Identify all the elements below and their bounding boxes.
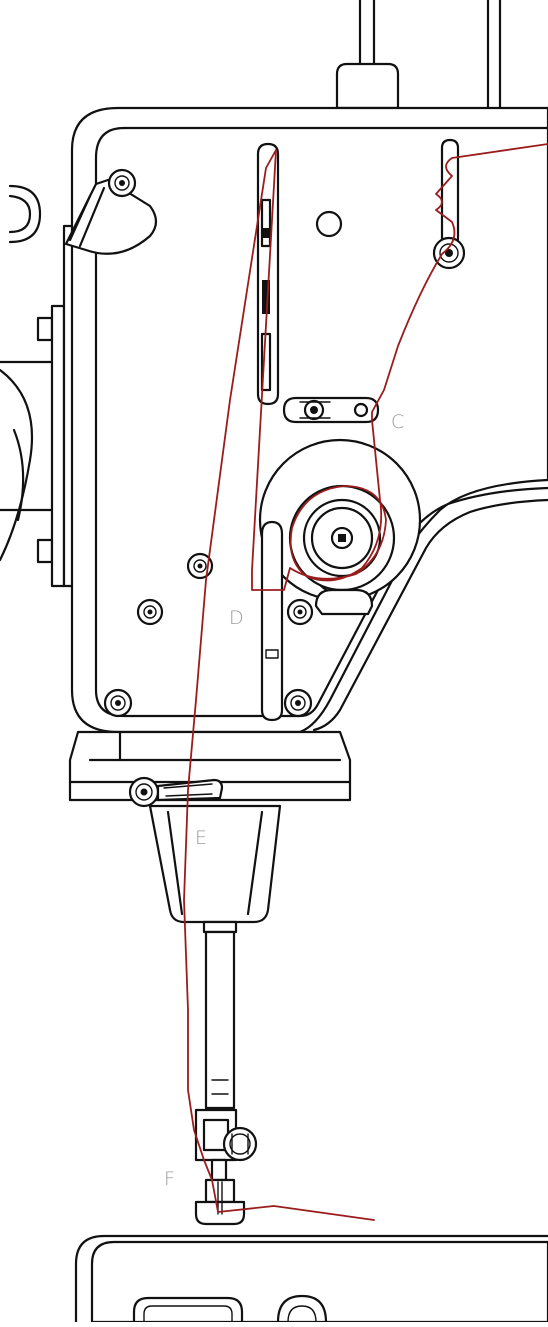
label-e: E xyxy=(195,827,208,849)
needle-bar xyxy=(204,930,236,1110)
label-d: D xyxy=(229,607,244,629)
thread-guide-e xyxy=(128,776,224,808)
corner-screws xyxy=(103,168,314,718)
label-f: F xyxy=(164,1168,175,1190)
left-side-parts xyxy=(0,184,76,588)
access-hole xyxy=(315,210,343,238)
thread-path xyxy=(183,143,548,1221)
machine-bed xyxy=(74,1234,548,1324)
label-c: C xyxy=(391,411,405,433)
spool-stand xyxy=(335,0,502,110)
thread-guide-flap xyxy=(64,178,158,255)
thread-guide-c xyxy=(282,396,380,424)
thread-line xyxy=(183,143,548,1221)
needle-bar-housing xyxy=(148,804,282,934)
needle-clamp-f xyxy=(194,1108,258,1226)
